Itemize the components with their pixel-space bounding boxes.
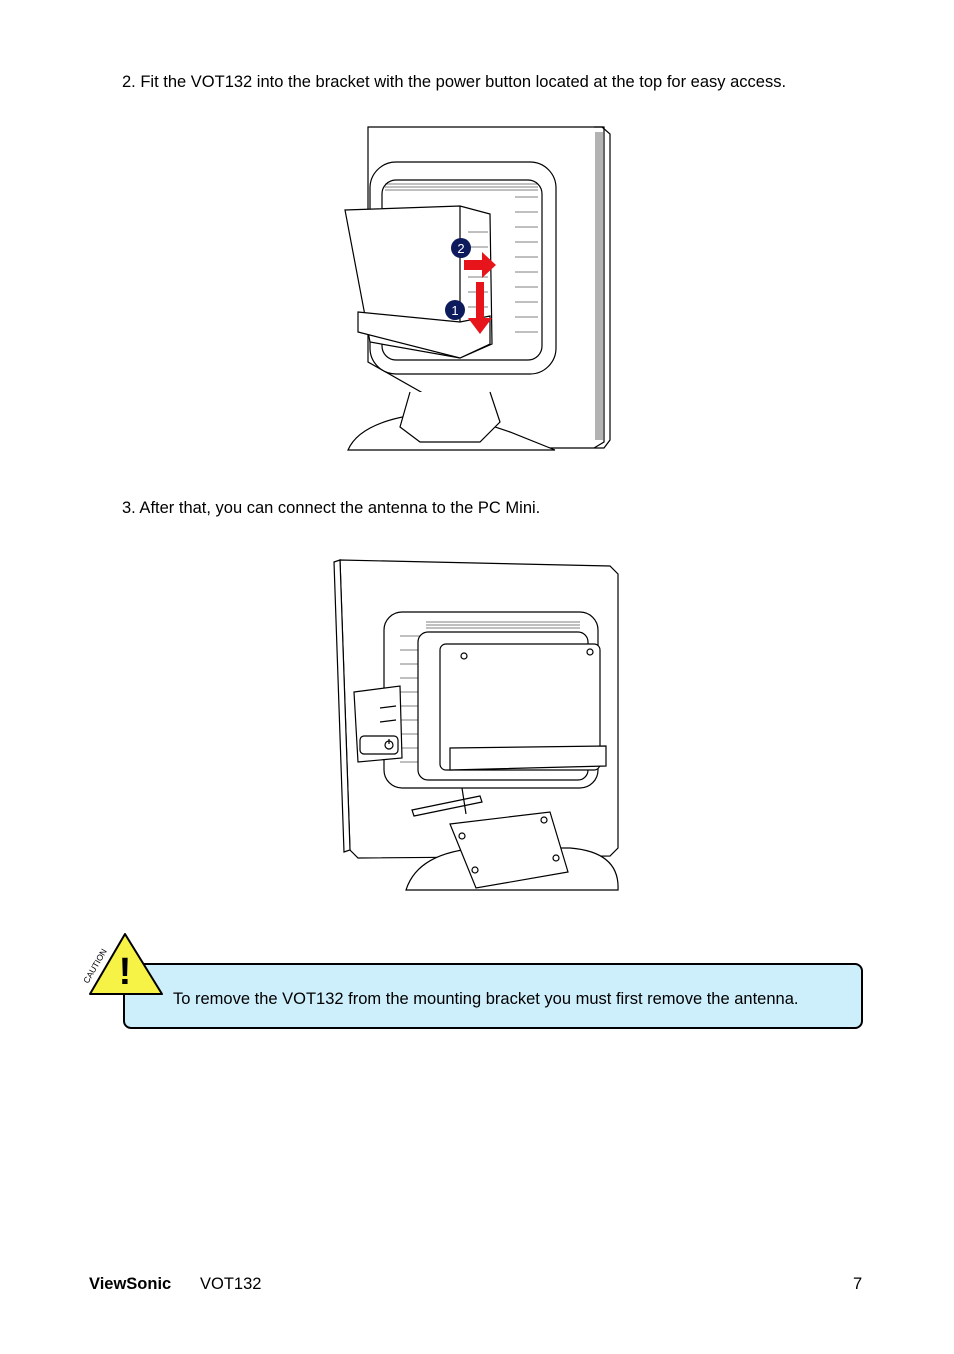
antenna-connection-illustration	[333, 559, 619, 891]
bracket-fit-illustration: 2 1	[344, 126, 611, 451]
callout-1: 1	[451, 303, 458, 318]
caution-note-text: To remove the VOT132 from the mounting b…	[173, 990, 799, 1008]
caution-note-box: To remove the VOT132 from the mounting b…	[123, 963, 863, 1029]
footer-page-number: 7	[853, 1275, 863, 1293]
step-2-instruction: 2. Fit the VOT132 into the bracket with …	[122, 73, 787, 91]
caution-warning-icon: ! CAUTION	[81, 933, 163, 995]
caution-exclamation: !	[119, 951, 132, 993]
callout-2: 2	[457, 241, 464, 256]
step-3-instruction: 3. After that, you can connect the anten…	[122, 499, 541, 517]
footer-model: VOT132	[200, 1275, 262, 1293]
footer-brand: ViewSonic	[89, 1275, 172, 1293]
